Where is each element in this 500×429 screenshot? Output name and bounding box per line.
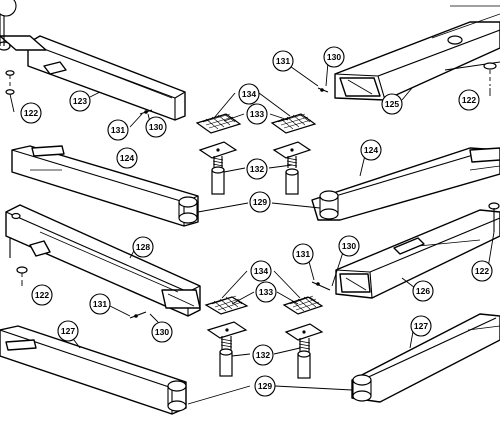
callout-124-right: 124	[360, 139, 382, 161]
callout-124-left: 124	[116, 147, 138, 169]
callout-130-ml: 130	[151, 321, 173, 343]
callout-130-tr-label: 130	[327, 52, 341, 62]
callout-131-tl: 131	[107, 119, 129, 141]
callout-129-top: 129	[249, 191, 271, 213]
pad-assembly-top	[195, 113, 317, 195]
callout-130-mr: 130	[338, 235, 360, 257]
callout-122-mr-label: 122	[475, 266, 489, 276]
callout-129-bot-label: 129	[258, 381, 272, 391]
washer-122-ml	[16, 266, 28, 274]
arm-128	[5, 204, 201, 317]
arm-124-right	[311, 147, 500, 221]
callout-127-right: 127	[410, 315, 432, 337]
arm-126	[335, 202, 500, 299]
callout-120	[0, 0, 17, 17]
callout-123: 123	[69, 90, 91, 112]
washer-122-tr	[483, 62, 497, 70]
callout-124-left-label: 124	[120, 153, 134, 163]
callout-130-tl-label: 130	[149, 122, 163, 132]
callout-132-top-label: 132	[250, 164, 264, 174]
callout-122-tr: 122	[458, 89, 480, 111]
callout-130-tl: 130	[145, 116, 167, 138]
washer-122-tl	[5, 70, 15, 76]
callout-126-label: 126	[416, 286, 430, 296]
callout-122-tl: 122	[20, 102, 42, 124]
callout-129-bot: 129	[254, 375, 276, 397]
callout-124-right-label: 124	[364, 145, 378, 155]
callout-130-tr: 130	[323, 46, 345, 68]
callout-132-top: 132	[246, 158, 268, 180]
pins-and-bolts	[129, 87, 331, 319]
callout-122-tl-label: 122	[24, 108, 38, 118]
callout-133-top-label: 133	[250, 109, 264, 119]
callout-125-label: 125	[385, 99, 399, 109]
callout-122-tr-label: 122	[462, 95, 476, 105]
arm-127-right	[351, 313, 500, 403]
callout-128: 128	[132, 236, 154, 258]
callout-134-top: 134	[238, 83, 260, 105]
callout-132-bot: 132	[252, 344, 274, 366]
callout-127-left: 127	[57, 320, 79, 342]
callout-133-top: 133	[246, 103, 268, 125]
callout-131-tl-label: 131	[111, 125, 125, 135]
callouts: 123 122 131 130 131 130 125 122	[0, 0, 493, 397]
callout-127-right-label: 127	[414, 321, 428, 331]
callout-134-bot-label: 134	[254, 266, 268, 276]
callout-122-ml: 122	[31, 284, 53, 306]
callout-129-top-label: 129	[253, 197, 267, 207]
arm-125	[334, 5, 500, 101]
callout-132-bot-label: 132	[256, 350, 270, 360]
callout-122-mr: 122	[471, 260, 493, 282]
pivot-lines-129	[187, 202, 353, 405]
callout-128-label: 128	[136, 242, 150, 252]
arm-124-left	[11, 145, 199, 227]
callout-134-bot: 134	[250, 260, 272, 282]
callout-134-top-label: 134	[242, 89, 256, 99]
pad-assembly-bottom	[204, 295, 324, 379]
callout-131-ml-label: 131	[93, 299, 107, 309]
callout-126: 126	[412, 280, 434, 302]
callout-127-left-label: 127	[61, 326, 75, 336]
callout-131-tr: 131	[272, 50, 294, 72]
callout-125: 125	[381, 93, 403, 115]
callout-122-ml-label: 122	[35, 290, 49, 300]
callout-131-tr-label: 131	[276, 56, 290, 66]
callout-130-mr-label: 130	[342, 241, 356, 251]
callout-131-ml: 131	[89, 293, 111, 315]
callout-133-bot-label: 133	[259, 287, 273, 297]
arm-127-left	[0, 325, 187, 415]
callout-123-label: 123	[73, 96, 87, 106]
callout-131-mr-label: 131	[296, 249, 310, 259]
callout-133-bot: 133	[255, 281, 277, 303]
callout-130-ml-label: 130	[155, 327, 169, 337]
callout-131-mr: 131	[292, 243, 314, 265]
